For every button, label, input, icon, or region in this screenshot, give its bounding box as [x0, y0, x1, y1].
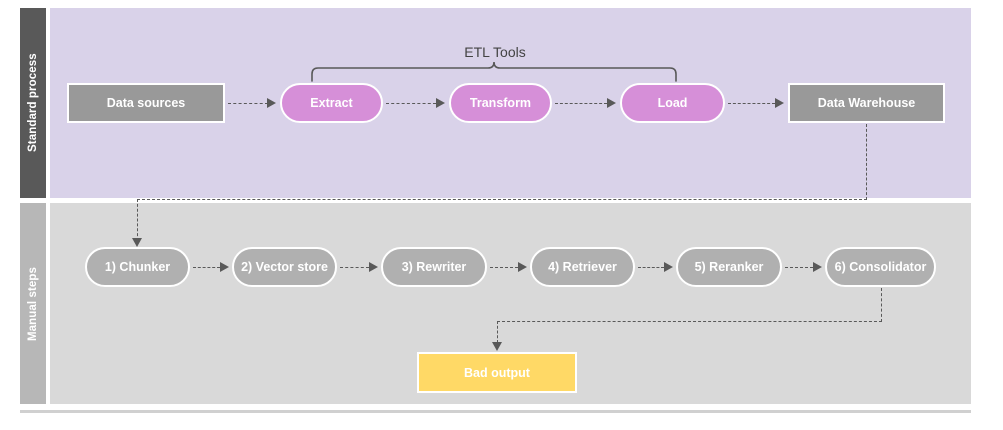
edge-extract-to-transform-arrowhead [436, 98, 445, 108]
node-label: Data Warehouse [817, 96, 916, 110]
edge-vector-store-to-rewriter-arrowhead [369, 262, 378, 272]
node-label: Bad output [464, 365, 530, 380]
edge-data-warehouse-to-chunker-segment-left [137, 199, 867, 200]
node-bad-output[interactable]: Bad output [417, 352, 577, 393]
node-label: 1) Chunker [104, 260, 171, 274]
node-label: 6) Consolidator [834, 260, 927, 274]
swimlane-label-standard-process: Standard process [20, 8, 46, 198]
etl-tools-brace-icon [310, 60, 680, 82]
node-label: 2) Vector store [241, 260, 328, 274]
node-label: Data sources [106, 96, 186, 110]
swimlane-label-manual-steps: Manual steps [20, 203, 46, 404]
edge-consolidator-to-bad-output-segment-left [497, 321, 882, 322]
edge-transform-to-load-arrowhead [607, 98, 616, 108]
node-load[interactable]: Load [620, 83, 725, 123]
edge-retriever-to-reranker-arrowhead [664, 262, 673, 272]
edge-rewriter-to-retriever-arrowhead [518, 262, 527, 272]
node-label: Transform [469, 96, 532, 110]
node-data-sources[interactable]: Data sources [67, 83, 225, 123]
edge-data-warehouse-to-chunker-segment-down [866, 124, 867, 200]
node-label: Load [657, 96, 688, 110]
node-label: Extract [310, 96, 353, 110]
edge-load-to-data-warehouse [728, 103, 775, 104]
edge-data-warehouse-to-chunker-arrowhead [132, 238, 142, 247]
edge-chunker-to-vector-store [193, 267, 220, 268]
node-label: 5) Reranker [694, 260, 764, 274]
edge-extract-to-transform [386, 103, 436, 104]
edge-reranker-to-consolidator-arrowhead [813, 262, 822, 272]
node-rewriter[interactable]: 3) Rewriter [381, 247, 487, 287]
edge-reranker-to-consolidator [785, 267, 813, 268]
edge-transform-to-load [555, 103, 607, 104]
node-label: 4) Retriever [548, 260, 617, 274]
edge-chunker-to-vector-store-arrowhead [220, 262, 229, 272]
edge-data-warehouse-to-chunker-segment-drop [137, 199, 138, 241]
node-transform[interactable]: Transform [449, 83, 552, 123]
edge-load-to-data-warehouse-arrowhead [775, 98, 784, 108]
node-vector-store[interactable]: 2) Vector store [232, 247, 337, 287]
etl-tools-bracket-label: ETL Tools [464, 44, 526, 60]
edge-vector-store-to-rewriter [340, 267, 369, 268]
node-extract[interactable]: Extract [280, 83, 383, 123]
node-consolidator[interactable]: 6) Consolidator [825, 247, 936, 287]
edge-rewriter-to-retriever [490, 267, 518, 268]
edge-consolidator-to-bad-output-segment-down [881, 288, 882, 322]
edge-retriever-to-reranker [638, 267, 664, 268]
node-chunker[interactable]: 1) Chunker [85, 247, 190, 287]
bottom-divider [20, 410, 971, 413]
edge-consolidator-to-bad-output-segment-drop [497, 321, 498, 343]
edge-consolidator-to-bad-output-arrowhead [492, 342, 502, 351]
node-data-warehouse[interactable]: Data Warehouse [788, 83, 945, 123]
node-retriever[interactable]: 4) Retriever [530, 247, 635, 287]
edge-data-sources-to-extract [228, 103, 268, 104]
node-label: 3) Rewriter [401, 260, 467, 274]
edge-data-sources-to-extract-arrowhead [267, 98, 276, 108]
node-reranker[interactable]: 5) Reranker [676, 247, 782, 287]
